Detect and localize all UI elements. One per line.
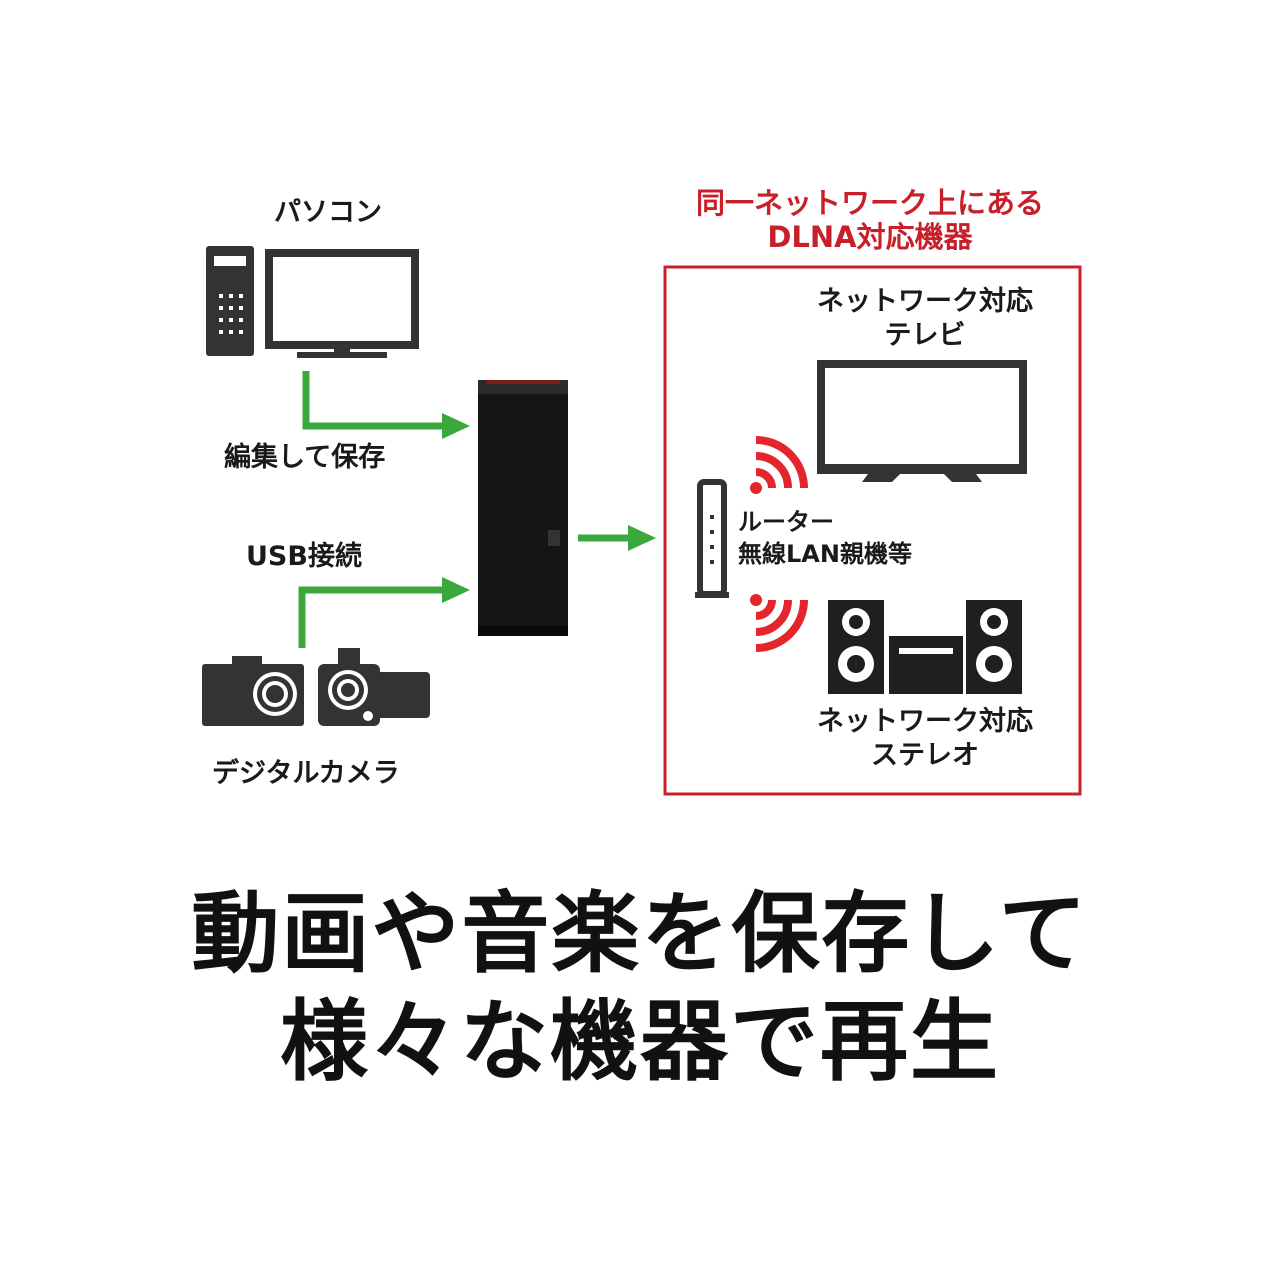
wifi-signal-top-icon xyxy=(750,436,808,494)
headline-line2: 様々な機器で再生 xyxy=(279,990,1000,1093)
stereo-label-line2: ステレオ xyxy=(871,740,979,771)
output-arrow-head xyxy=(628,525,656,551)
edit-arrow xyxy=(302,371,445,430)
tv-label-line1: ネットワーク対応 xyxy=(817,286,1033,317)
edit-arrow-head xyxy=(442,413,470,439)
usb-connection-label: USB接続 xyxy=(246,541,362,572)
router-label-line2: 無線LAN親機等 xyxy=(738,540,912,568)
dlna-title-line1: 同一ネットワーク上にある xyxy=(695,186,1044,220)
headline: 動画や音楽を保存して 様々な機器で再生 xyxy=(0,880,1280,1096)
dlna-devices-box xyxy=(663,265,1082,796)
stereo-label: ネットワーク対応 ステレオ xyxy=(790,705,1060,773)
dlna-title: 同一ネットワーク上にある DLNA対応機器 xyxy=(660,186,1080,254)
headline-line1: 動画や音楽を保存して xyxy=(191,882,1089,985)
nas-device-icon xyxy=(478,380,568,636)
wifi-signal-bottom-icon xyxy=(750,594,808,652)
edit-save-label: 編集して保存 xyxy=(224,442,386,473)
tv-label: ネットワーク対応 テレビ xyxy=(790,285,1060,353)
stereo-icon xyxy=(828,600,1022,694)
stereo-label-line1: ネットワーク対応 xyxy=(817,706,1033,737)
digital-camera-label: デジタルカメラ xyxy=(212,758,400,789)
pc-monitor-icon xyxy=(265,249,419,358)
video-camera-icon xyxy=(318,648,430,726)
router-icon xyxy=(695,479,729,598)
dlna-title-line2: DLNA対応機器 xyxy=(767,220,973,254)
tv-label-line2: テレビ xyxy=(884,320,966,351)
usb-arrow-head xyxy=(442,577,470,603)
router-label: ルーター 無線LAN親機等 xyxy=(738,506,912,570)
usb-arrow xyxy=(298,586,445,648)
pc-label: パソコン xyxy=(274,197,382,228)
digital-camera-icon xyxy=(202,656,304,726)
pc-tower-icon xyxy=(206,246,254,356)
router-label-line1: ルーター xyxy=(738,508,834,536)
tv-icon xyxy=(817,360,1027,482)
